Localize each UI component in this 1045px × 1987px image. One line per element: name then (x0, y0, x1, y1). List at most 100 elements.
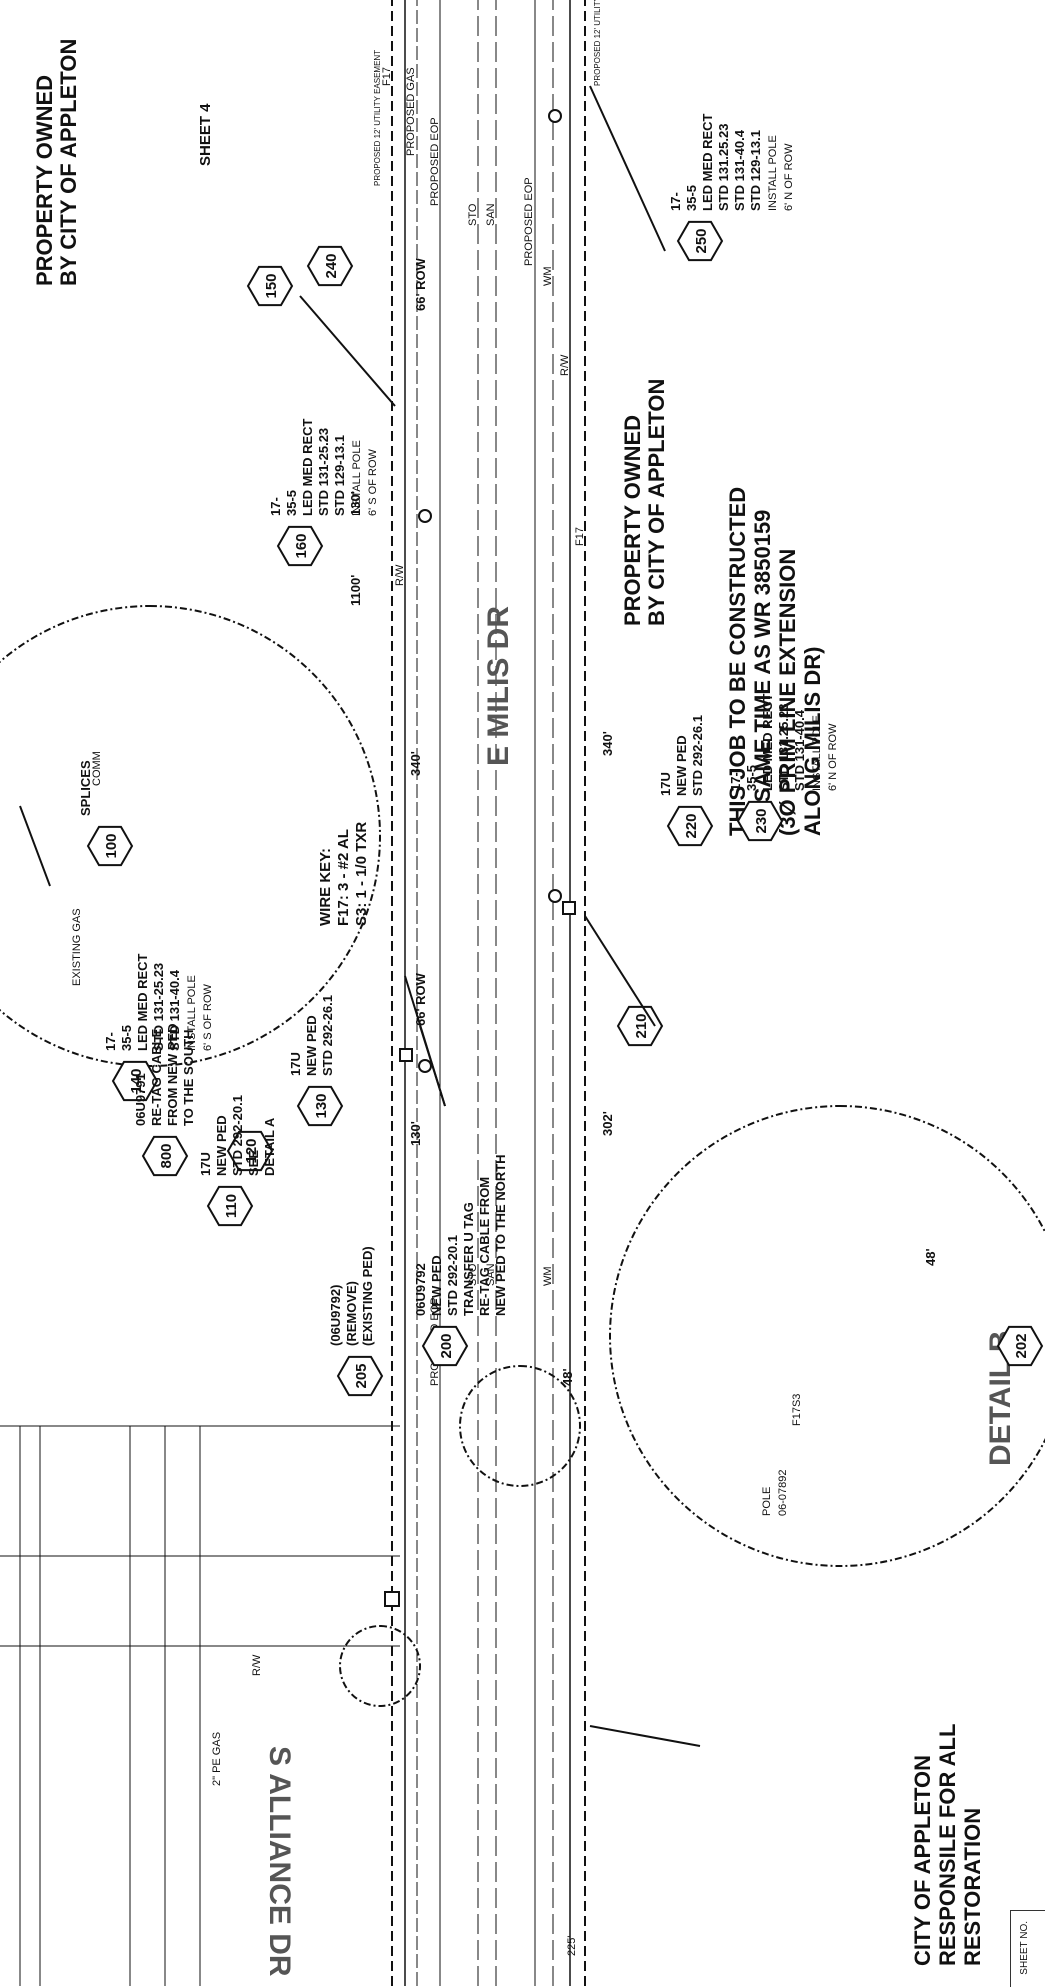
dim-48-detail: 48' (923, 1248, 938, 1266)
property-label-south-1: PROPERTY OWNED (620, 415, 645, 626)
callout-line: SEE (246, 1150, 261, 1176)
callout-line: 6' S OF ROW (367, 449, 379, 516)
callout-line: 06U9792 (413, 1263, 428, 1316)
callout-line: LED MED RECT (700, 113, 715, 211)
detail-a-circle (339, 1625, 421, 1707)
dim-66-row-east: 66' ROW (413, 257, 428, 311)
dim-302: 302' (600, 1111, 615, 1136)
callout-205: 205(06U9792)(REMOVE)(EXISTING PED) (328, 1246, 384, 1397)
callout-line: 06U9791 (133, 1073, 148, 1126)
callout-240: 240 (306, 245, 354, 287)
detail-pole-id: 06-07892 (777, 1470, 789, 1517)
callout-line: STD 292-20.1 (445, 1235, 460, 1316)
label-easement: PROPOSED 12' UTILITY EASEMENT (373, 50, 382, 186)
callout-150: 150 (246, 265, 294, 307)
callout-120: 120 (226, 1130, 274, 1172)
callout-tag: 202 (1013, 1333, 1030, 1358)
restoration-note-2: RESPONSILE FOR ALL (935, 1724, 960, 1966)
dim-1100: 1100' (348, 575, 363, 606)
callout-line: STD 129-13.1 (748, 130, 763, 211)
label-comm: COMM (91, 751, 103, 786)
callout-line: STD 131-40.4 (792, 709, 807, 791)
detail-f17s3: F17S3 (791, 1394, 803, 1426)
callout-tag: 100 (103, 833, 120, 858)
callout-line: 17- (668, 192, 683, 211)
label-proposed-gas: PROPOSED GAS (405, 67, 417, 156)
callout-tag: 140 (128, 1068, 145, 1093)
callout-line: 6' S OF ROW (202, 984, 214, 1051)
callout-tag: 120 (243, 1138, 260, 1163)
label-proposed-eop: PROPOSED EOP (429, 117, 441, 206)
callout-line: 17U (658, 772, 673, 796)
callout-line: TRANSFER U TAG (461, 1202, 476, 1316)
label-wm: WM (542, 266, 554, 286)
callout-line: 17U (288, 1052, 303, 1076)
sheet-number-box: SHEET NO. (1010, 1910, 1045, 1987)
job-note-4: ALONG MILIS DR) (800, 647, 825, 836)
label-pe-gas: 2" PE GAS (211, 1732, 223, 1786)
label-f17: F17 (381, 67, 393, 86)
callout-hexagon (141, 1135, 189, 1177)
callout-hexagon (206, 1185, 254, 1227)
callout-tag: 110 (223, 1194, 240, 1218)
callout-line: 17- (728, 772, 743, 791)
wire-key-title: WIRE KEY: (317, 848, 334, 926)
callout-line: (EXISTING PED) (360, 1246, 375, 1346)
callout-202: 202 (996, 1325, 1044, 1367)
restoration-note-1: CITY OF APPLETON (910, 1755, 935, 1966)
callout-line: 17U (198, 1152, 213, 1176)
callout-line: STD 292-26.1 (320, 995, 335, 1076)
label-rw: R/W (394, 564, 406, 586)
corridor-lines (391, 0, 586, 1986)
callout-line: INSTALL POLE (811, 715, 823, 791)
label-rw-2: R/W (559, 354, 571, 376)
label-f17-2: F17 (574, 527, 586, 546)
callout-line: STD 129-13.1 (332, 435, 347, 516)
callout-line: RE-TAG CABLE FROM (477, 1177, 492, 1316)
dim-130-b: 130' (348, 491, 363, 516)
callout-line: STD 131-25.23 (151, 963, 166, 1051)
job-note-1: THIS JOB TO BE CONSTRUCTED (725, 487, 750, 836)
callout-hexagon (736, 800, 784, 842)
callout-hexagon (996, 1325, 1044, 1367)
callout-line: 6' N OF ROW (827, 723, 839, 791)
street-name-main: E MILIS DR (482, 606, 515, 766)
label-wm-2: WM (542, 1266, 554, 1286)
callout-hexagon (336, 1355, 384, 1397)
callout-tag: 130 (313, 1093, 330, 1118)
callout-tag: 250 (693, 228, 710, 253)
pole-230 (548, 889, 562, 903)
callout-line: 17- (268, 497, 283, 516)
callout-hexagon (616, 1005, 664, 1047)
wire-key-f17: F17: 3 - #2 AL (335, 829, 352, 926)
detail-b-small-circle (459, 1365, 581, 1487)
sheet-ref: SHEET 4 (197, 103, 214, 166)
job-note-2: AT SAME TIME AS WR 3850159 (750, 510, 775, 836)
property-label-south-2: BY CITY OF APPLETON (644, 379, 669, 626)
callout-hexagon (296, 1085, 344, 1127)
callout-tag: 210 (633, 1013, 650, 1038)
callout-tag: 800 (158, 1143, 175, 1168)
callout-line: LED MED RECT (300, 418, 315, 516)
callout-line: (REMOVE) (344, 1281, 359, 1346)
pole-160 (418, 509, 432, 523)
dim-225: 225' (566, 1936, 578, 1956)
cross-street-lines (0, 1425, 400, 1986)
callout-line: INSTALL POLE (351, 440, 363, 516)
callout-hexagon (666, 805, 714, 847)
sheet-number-label: SHEET NO. (1019, 1921, 1030, 1975)
callout-line: DETAIL A (262, 1117, 277, 1176)
property-label-north-1: PROPERTY OWNED (32, 75, 57, 286)
callout-line: STD 131.25.23 (716, 124, 731, 211)
callout-hexagon (226, 1130, 274, 1172)
label-existing-gas: EXISTING GAS (71, 908, 83, 986)
ped-220 (562, 901, 576, 915)
